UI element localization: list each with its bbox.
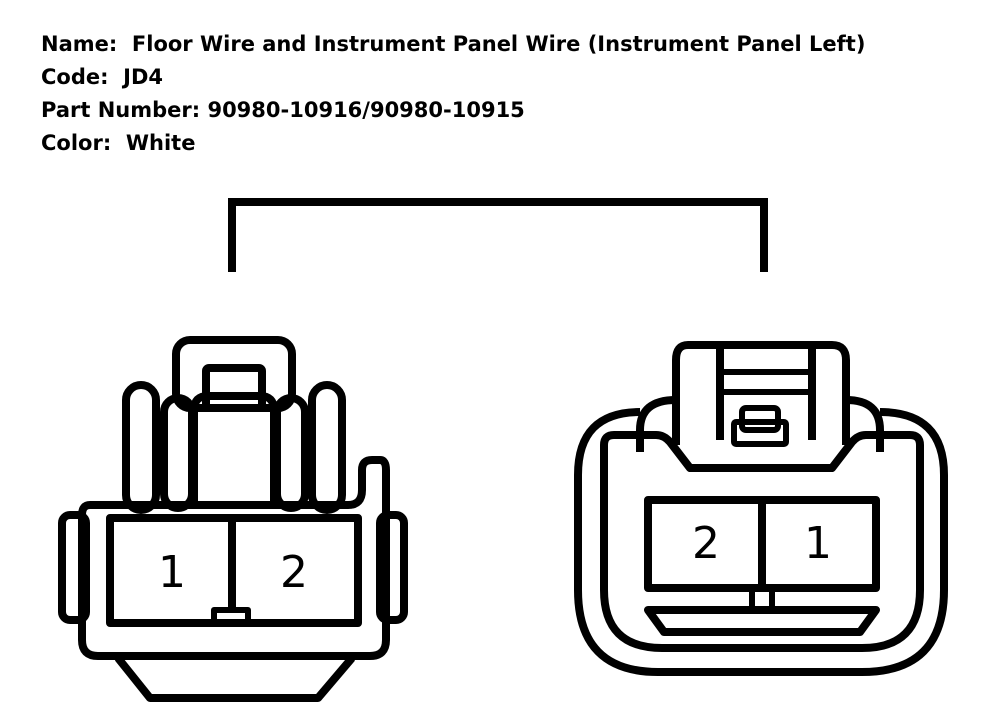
left-side-tab-right	[376, 511, 408, 624]
part-number-row: Part Number: 90980-10916/90980-10915	[41, 94, 865, 127]
right-pin-2: 2	[692, 518, 720, 569]
right-shoulder-right	[845, 396, 884, 452]
color-label: Color:	[41, 131, 112, 155]
left-bottom-skirt	[114, 655, 356, 702]
code-value: JD4	[123, 65, 163, 89]
right-latch-base	[731, 419, 789, 447]
part-number-label: Part Number:	[41, 98, 201, 122]
code-label: Code:	[41, 65, 109, 89]
code-row: Code: JD4	[41, 61, 865, 94]
left-lock-notch	[211, 607, 251, 627]
right-latch-housing-left	[672, 341, 689, 445]
left-pin-1: 1	[158, 547, 186, 598]
left-rib-inner-left	[160, 394, 196, 512]
name-value: Floor Wire and Instrument Panel Wire (In…	[131, 32, 866, 56]
left-rib-inner-right	[273, 394, 309, 512]
part-number-value: 90980-10916/90980-10915	[207, 98, 525, 122]
color-value: White	[125, 131, 196, 155]
connector-info: Name: Floor Wire and Instrument Panel Wi…	[41, 28, 865, 160]
left-pin-2: 2	[280, 547, 308, 598]
left-rib-outer-left	[122, 381, 160, 514]
left-connector	[58, 336, 408, 702]
left-latch-tab	[202, 364, 266, 412]
right-shoulder-left	[636, 396, 677, 452]
right-pin-1: 1	[804, 518, 832, 569]
name-row: Name: Floor Wire and Instrument Panel Wi…	[41, 28, 865, 61]
left-rib-outer-right	[308, 381, 346, 514]
name-label: Name:	[41, 32, 118, 56]
right-bottom-rail	[644, 606, 880, 636]
left-housing	[78, 456, 390, 660]
right-inner-shell	[600, 431, 924, 652]
right-latch-housing	[688, 341, 850, 445]
mating-bracket	[228, 198, 768, 272]
color-row: Color: White	[41, 127, 865, 160]
right-outer-shell	[574, 408, 948, 676]
left-center-post	[190, 392, 278, 505]
right-connector	[574, 341, 948, 676]
